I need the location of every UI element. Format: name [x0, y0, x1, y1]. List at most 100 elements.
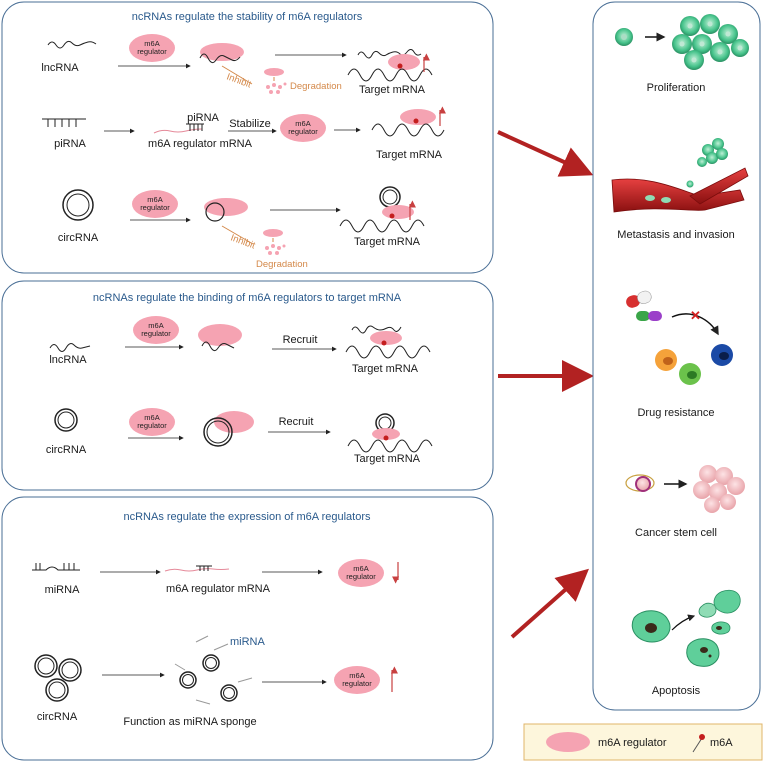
m6a-regulator-ellipse: [198, 324, 242, 346]
m6a-regulator-ellipse: [129, 408, 175, 436]
lncrna-icon: [201, 341, 235, 352]
stability-pirna-row: piRNA piRNA m6A regulator mRNA Stabilize…: [42, 106, 446, 161]
circrna-icon: [54, 408, 78, 432]
mirna-icon: [174, 635, 253, 705]
m6a-mark-icon: [381, 340, 387, 346]
lncrna-icon: [49, 343, 91, 352]
legend: m6A regulator m6A: [523, 723, 763, 761]
expression-panel: ncRNAs regulate the expression of m6A re…: [1, 496, 494, 761]
connector-arrow: [497, 130, 594, 177]
circrna-icon: [34, 654, 82, 702]
drug-resistance-label: Drug resistance: [637, 407, 714, 419]
m6a-regulator-ellipse: [372, 428, 400, 440]
mirna-icon: [196, 565, 212, 571]
connector-arrow: [510, 568, 589, 639]
proliferation-item: Proliferation: [615, 14, 749, 94]
mirna-label: miRNA: [45, 584, 80, 596]
m6a-regulator-ellipse: [280, 114, 326, 142]
lncrna-icon: [47, 40, 97, 49]
recruit-label: Recruit: [279, 416, 314, 428]
m6a-regulator-mrna-strand: [164, 568, 230, 572]
inhibit-line: [221, 65, 253, 85]
drug-capsule-icon: ✕: [626, 290, 733, 385]
cross-icon: ✕: [690, 308, 701, 323]
connector-arrows: [497, 130, 594, 639]
m6a-regulator-mrna-label: m6A regulator mRNA: [166, 583, 271, 595]
apoptosis-label: Apoptosis: [652, 685, 701, 697]
degradation-label: Degradation: [290, 81, 342, 92]
binding-panel-frame: [1, 280, 494, 491]
binding-panel-title: ncRNAs regulate the binding of m6A regul…: [93, 292, 402, 304]
m6a-mark-icon: [397, 63, 403, 69]
outcomes-panel: Proliferation Metastasis and invasion: [592, 1, 761, 711]
proliferation-label: Proliferation: [647, 82, 706, 94]
target-mrna-label: Target mRNA: [354, 453, 421, 465]
cell-proliferation-icon: [615, 14, 749, 70]
m6a-regulator-ellipse: [132, 190, 178, 218]
circrna-label: circRNA: [37, 711, 78, 723]
m6a-regulator-ellipse: [370, 331, 402, 345]
legend-regulator-label: m6A regulator: [598, 737, 667, 749]
target-mrna-label: Target mRNA: [354, 236, 421, 248]
stability-panel: ncRNAs regulate the stability of m6A reg…: [1, 1, 494, 274]
target-mrna-label: Target mRNA: [359, 84, 426, 96]
m6a-regulator-ellipse: [388, 54, 420, 70]
m6a-regulator-ellipse: [264, 68, 284, 76]
m6a-regulator-ellipse: [133, 316, 179, 344]
lncrna-label: lncRNA: [49, 354, 87, 366]
pirna-icon: [186, 123, 204, 131]
circrna-label: circRNA: [58, 232, 99, 244]
target-mrna-strand: [347, 439, 433, 453]
degradation-fragments: [265, 244, 286, 255]
lncrna-icon: [351, 325, 402, 334]
pirna-label: piRNA: [54, 138, 86, 150]
circrna-icon: [203, 417, 233, 447]
target-mrna-strand: [339, 219, 425, 233]
metastasis-item: Metastasis and invasion: [611, 138, 749, 241]
sponge-label: Function as miRNA sponge: [123, 716, 256, 728]
m6a-regulator-ellipse: [263, 229, 283, 237]
m6a-regulator-ellipse: [400, 109, 436, 125]
expression-circrna-row: circRNA miRNA Function as miRNA sponge m…: [34, 635, 398, 728]
target-mrna-label: Target mRNA: [352, 363, 419, 375]
mirna-text: miRNA: [230, 636, 265, 648]
m6a-regulator-ellipse: [204, 198, 248, 216]
degradation-label: Degradation: [256, 259, 308, 270]
cancer-stem-cell-item: Cancer stem cell: [625, 465, 745, 539]
recruit-label: Recruit: [283, 334, 318, 346]
target-mrna-strand: [347, 68, 433, 82]
stability-panel-title: ncRNAs regulate the stability of m6A reg…: [132, 11, 363, 23]
m6a-regulator-ellipse: [382, 205, 414, 219]
expression-panel-title: ncRNAs regulate the expression of m6A re…: [123, 511, 371, 523]
legend-m6a-label: m6A: [710, 737, 733, 749]
m6a-regulator-ellipse: [334, 666, 380, 694]
pirna-text: piRNA: [187, 112, 219, 124]
m6a-mark-icon: [389, 213, 395, 219]
stabilize-label: Stabilize: [229, 118, 271, 130]
legend-regulator-ellipse: [546, 732, 590, 752]
m6a-regulator-ellipse: [129, 34, 175, 62]
stability-panel-frame: [1, 1, 494, 274]
m6a-mark-icon: [692, 737, 703, 753]
apoptosis-item: Apoptosis: [631, 589, 741, 697]
metastasis-label: Metastasis and invasion: [617, 229, 734, 241]
m6a-mark-icon: [413, 118, 419, 124]
circrna-label: circRNA: [46, 444, 87, 456]
blood-vessel-icon: [611, 138, 749, 213]
m6a-mark-icon: [383, 435, 389, 441]
lncrna-label: lncRNA: [41, 62, 79, 74]
inhibit-line: [221, 225, 254, 245]
stem-cell-icon: [625, 465, 745, 513]
pirna-icon: [42, 118, 86, 127]
circrna-sponge-icon: [179, 654, 238, 702]
